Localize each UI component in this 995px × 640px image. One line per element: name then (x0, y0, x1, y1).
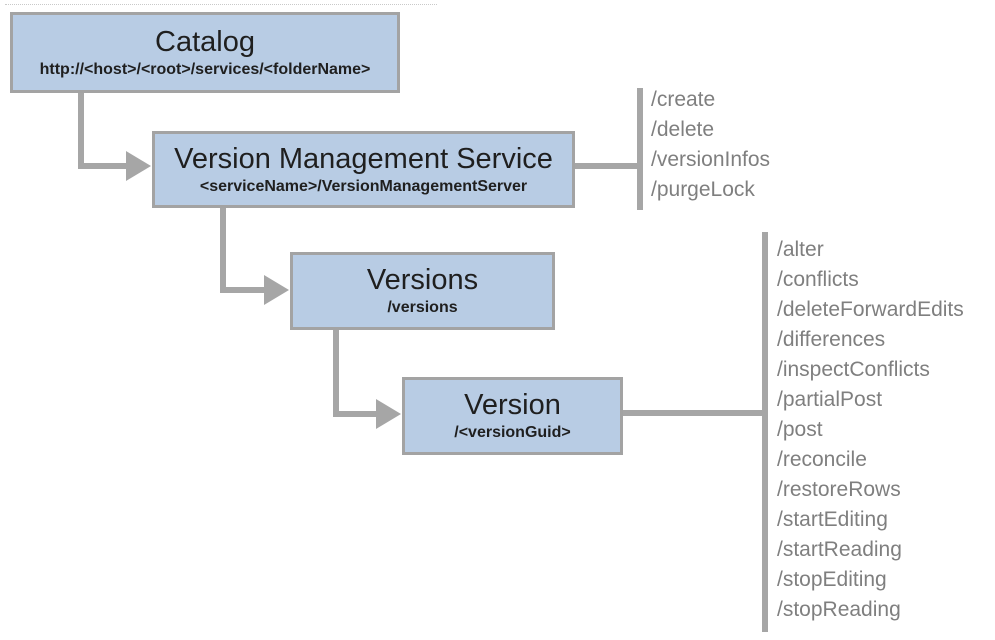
node-version-title: Version (464, 389, 561, 421)
node-vms-url-pattern: <serviceName>/VersionManagementServer (199, 177, 528, 195)
operation-item: /purgeLock (651, 178, 755, 201)
operation-item: /differences (777, 328, 886, 351)
connector-versions-to-version-horizontal (333, 411, 376, 417)
operation-item: /create (651, 88, 716, 111)
operation-item: /alter (777, 238, 824, 261)
node-version: Version /<versionGuid> (402, 377, 623, 455)
operation-item: /post (777, 418, 823, 441)
operation-item: /stopReading (777, 598, 901, 621)
node-catalog: Catalog http://<host>/<root>/services/<f… (10, 12, 400, 93)
operation-item: /startReading (777, 538, 902, 561)
arrowhead-icon (126, 151, 151, 181)
connector-vms-to-versions-vertical (220, 208, 226, 293)
node-version-management-service: Version Management Service <serviceName>… (152, 131, 575, 208)
operations-list-version: /alter /conflicts /deleteForwardEdits /d… (777, 235, 964, 625)
connector-catalog-to-vms-horizontal (78, 163, 126, 169)
operation-item: /restoreRows (777, 478, 901, 501)
node-versions-title: Versions (366, 264, 479, 296)
operation-item: /stopEditing (777, 568, 887, 591)
node-version-url-pattern: /<versionGuid> (454, 424, 571, 441)
node-catalog-title: Catalog (155, 25, 255, 58)
connector-vms-to-versions-horizontal (220, 287, 264, 293)
arrowhead-icon (264, 275, 289, 305)
operations-group-bracket-vms (637, 88, 643, 210)
operation-item: /deleteForwardEdits (777, 298, 964, 321)
operation-item: /startEditing (777, 508, 888, 531)
operation-item: /conflicts (777, 268, 859, 291)
connector-vms-to-operations (575, 163, 640, 169)
arrowhead-icon (376, 399, 401, 429)
node-catalog-url-pattern: http://<host>/<root>/services/<folderNam… (39, 60, 371, 78)
node-versions-url-pattern: /versions (387, 299, 458, 316)
operation-item: /inspectConflicts (777, 358, 930, 381)
operation-item: /reconcile (777, 448, 867, 471)
connector-version-to-operations (623, 410, 765, 416)
connector-catalog-to-vms-vertical (78, 93, 84, 168)
operation-item: /delete (651, 118, 715, 141)
operations-group-bracket-version (762, 232, 768, 632)
operation-item: /partialPost (777, 388, 883, 411)
operation-item: /versionInfos (651, 148, 771, 171)
node-versions: Versions /versions (290, 252, 555, 330)
dotted-guide-line (5, 4, 437, 5)
operations-list-vms: /create /delete /versionInfos /purgeLock (651, 85, 770, 205)
node-vms-title: Version Management Service (174, 142, 553, 175)
connector-versions-to-version-vertical (333, 330, 339, 417)
